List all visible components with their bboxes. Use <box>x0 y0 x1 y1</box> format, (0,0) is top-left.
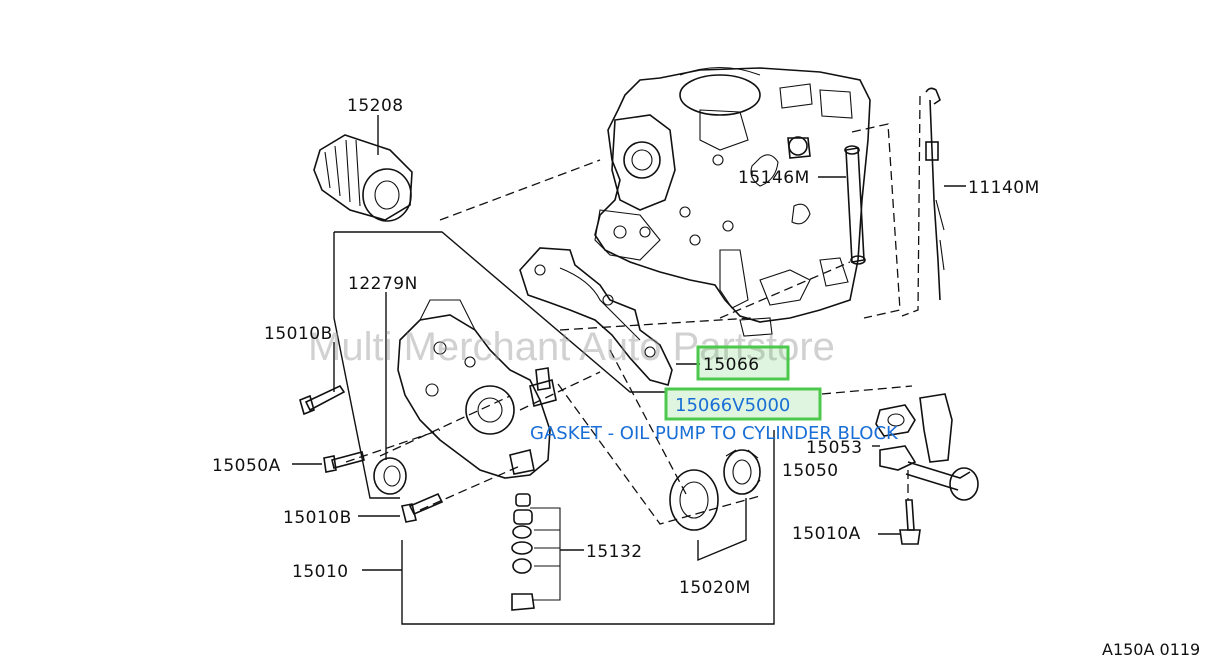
bolt-15010b-top <box>299 384 346 416</box>
highlight-box-15066[interactable] <box>696 345 790 381</box>
dipstick <box>925 87 945 301</box>
bolt-15050a <box>323 451 365 473</box>
label-15010a[interactable]: 15010A <box>792 524 861 544</box>
label-15050a[interactable]: 15050A <box>212 456 281 476</box>
bolt-15010b-bottom <box>401 492 444 523</box>
label-15132[interactable]: 15132 <box>586 542 643 562</box>
label-15010[interactable]: 15010 <box>292 562 349 582</box>
label-11140m[interactable]: 11140M <box>968 178 1040 198</box>
bolt-15010a <box>899 499 921 545</box>
oil-pump-gears <box>669 449 761 531</box>
dipstick-guide <box>844 145 866 265</box>
label-15010b-bottom[interactable]: 15010B <box>283 508 352 528</box>
label-15053[interactable]: 15053 <box>806 438 863 458</box>
part-description: GASKET - OIL PUMP TO CYLINDER BLOCK <box>530 423 899 444</box>
diagram-code: A150A 0119 <box>1102 640 1200 659</box>
oil-seal <box>373 457 407 495</box>
leader-lines <box>292 115 966 625</box>
label-15066[interactable]: 15066 <box>703 355 760 375</box>
label-12279n[interactable]: 12279N <box>348 274 418 294</box>
label-15146m[interactable]: 15146M <box>738 168 810 188</box>
label-15208[interactable]: 15208 <box>347 96 404 116</box>
label-15020m[interactable]: 15020M <box>679 578 751 598</box>
relief-valve-parts <box>511 493 561 611</box>
oil-filter <box>313 134 413 222</box>
oil-pump <box>397 299 557 479</box>
cylinder-block <box>594 66 871 337</box>
oil-pump-gasket <box>519 247 673 386</box>
label-15050[interactable]: 15050 <box>782 461 839 481</box>
highlighted-part-number[interactable]: 15066V5000 <box>675 395 790 416</box>
oil-strainer <box>875 393 979 501</box>
highlight-box-part-number[interactable] <box>664 387 822 421</box>
label-15010b-top[interactable]: 15010B <box>264 324 333 344</box>
dashed-lines <box>345 95 921 525</box>
